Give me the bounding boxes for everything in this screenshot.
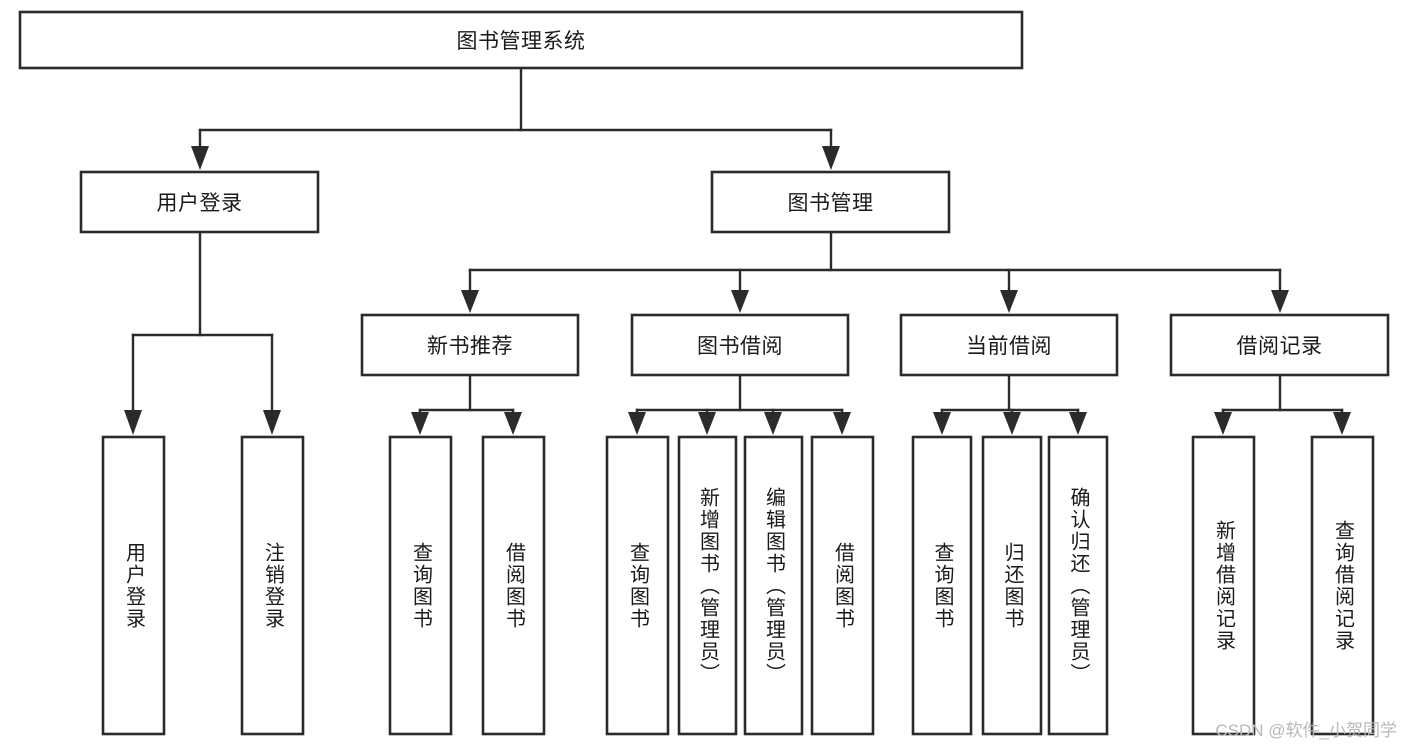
arrowhead-leaf-query-book-1: [411, 412, 429, 435]
arrowhead-book-borrow: [731, 290, 749, 313]
node-box-leaf-borrow-book-1[interactable]: [481, 435, 546, 736]
node-box-leaf-confirm-return[interactable]: [1047, 435, 1109, 736]
node-box-leaf-query-record[interactable]: [1310, 435, 1375, 736]
node-box-leaf-borrow-book-2[interactable]: [810, 435, 875, 736]
arrowhead-leaf-borrow-book-2: [833, 412, 851, 435]
arrowhead-leaf-query-book-3: [933, 412, 951, 435]
watermark-text: CSDN @软件_小贺同学: [1215, 721, 1397, 740]
arrowhead-book-manage: [822, 146, 840, 170]
connector-layer: [124, 66, 1351, 435]
arrowhead-user-login: [191, 146, 209, 170]
arrowhead-new-book-rec: [461, 290, 479, 313]
node-box-leaf-edit-book[interactable]: [743, 435, 804, 736]
node-box-leaf-query-book-2[interactable]: [605, 435, 670, 736]
node-box-leaf-query-book-1[interactable]: [388, 435, 453, 736]
node-box-current-borrow[interactable]: [899, 313, 1119, 377]
arrowhead-leaf-query-book-2: [628, 412, 646, 435]
arrowhead-leaf-return-book: [1003, 412, 1021, 435]
node-box-layer: [18, 10, 1390, 736]
node-box-leaf-add-record[interactable]: [1191, 435, 1256, 736]
arrowhead-leaf-add-book: [698, 412, 716, 435]
node-box-book-manage[interactable]: [710, 170, 951, 234]
node-box-leaf-logout[interactable]: [240, 435, 305, 736]
node-box-leaf-query-book-3[interactable]: [911, 435, 973, 736]
arrowhead-leaf-edit-book: [764, 412, 782, 435]
arrowhead-leaf-query-record: [1333, 412, 1351, 435]
arrowhead-current-borrow: [1000, 290, 1018, 313]
arrowhead-leaf-confirm-return: [1069, 412, 1087, 435]
node-box-root[interactable]: [18, 10, 1024, 70]
node-box-leaf-user-login[interactable]: [101, 435, 166, 736]
node-box-new-book-rec[interactable]: [360, 313, 580, 377]
node-box-leaf-add-book[interactable]: [677, 435, 738, 736]
node-box-leaf-return-book[interactable]: [981, 435, 1043, 736]
node-box-book-borrow[interactable]: [630, 313, 850, 377]
node-box-borrow-record[interactable]: [1169, 313, 1390, 377]
arrowhead-leaf-add-record: [1214, 412, 1232, 435]
arrowhead-leaf-borrow-book-1: [504, 412, 522, 435]
arrowhead-leaf-user-login: [124, 410, 142, 435]
arrowhead-borrow-record: [1271, 290, 1289, 313]
node-box-user-login[interactable]: [79, 170, 320, 234]
arrowhead-leaf-logout: [263, 410, 281, 435]
